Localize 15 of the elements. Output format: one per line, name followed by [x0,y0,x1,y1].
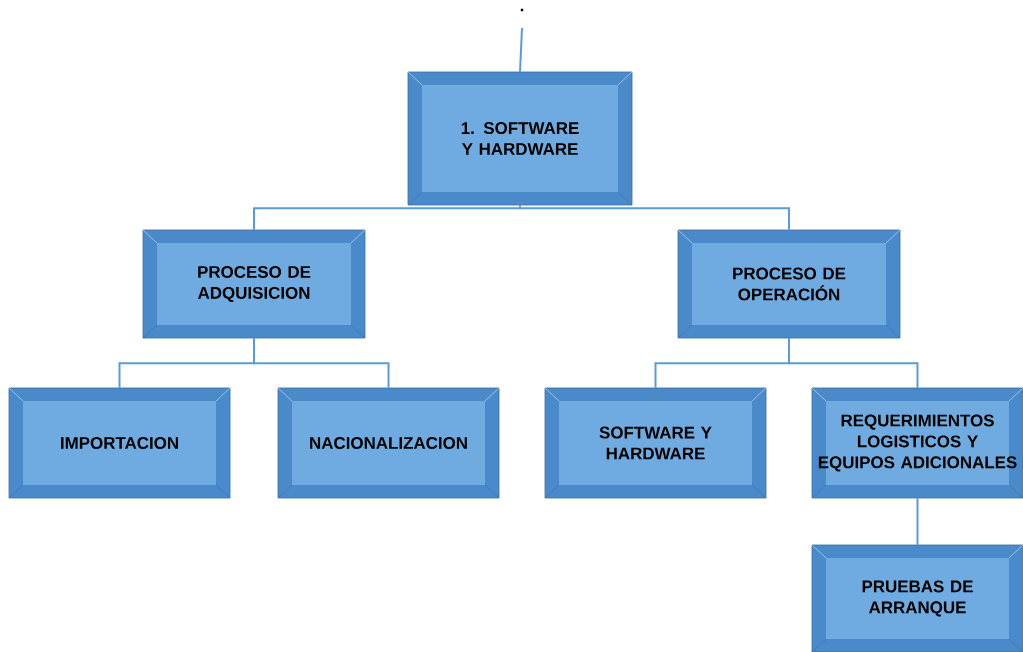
connector-line [519,27,523,73]
connector-line [519,204,790,231]
process-box: NACIONALIZACION [277,387,500,499]
process-box: PRUEBAS DE ARRANQUE [811,544,1023,652]
process-box: REQUERIMIENTOS LOGISTICOS Y EQUIPOS ADICIONALES [811,387,1023,499]
dot-mark: . [520,8,524,12]
process-box: SOFTWARE Y HARDWARE [544,387,767,499]
connector-line [916,497,919,546]
process-box: PROCESO DE OPERACIÓN [677,229,901,339]
connector-line [253,337,390,389]
process-box: PROCESO DE ADQUISICION [142,229,366,339]
connector-line [788,337,919,389]
connector-line [253,204,521,231]
process-box: IMPORTACION [8,387,231,499]
process-box: 1. SOFTWARE Y HARDWARE [407,71,633,206]
